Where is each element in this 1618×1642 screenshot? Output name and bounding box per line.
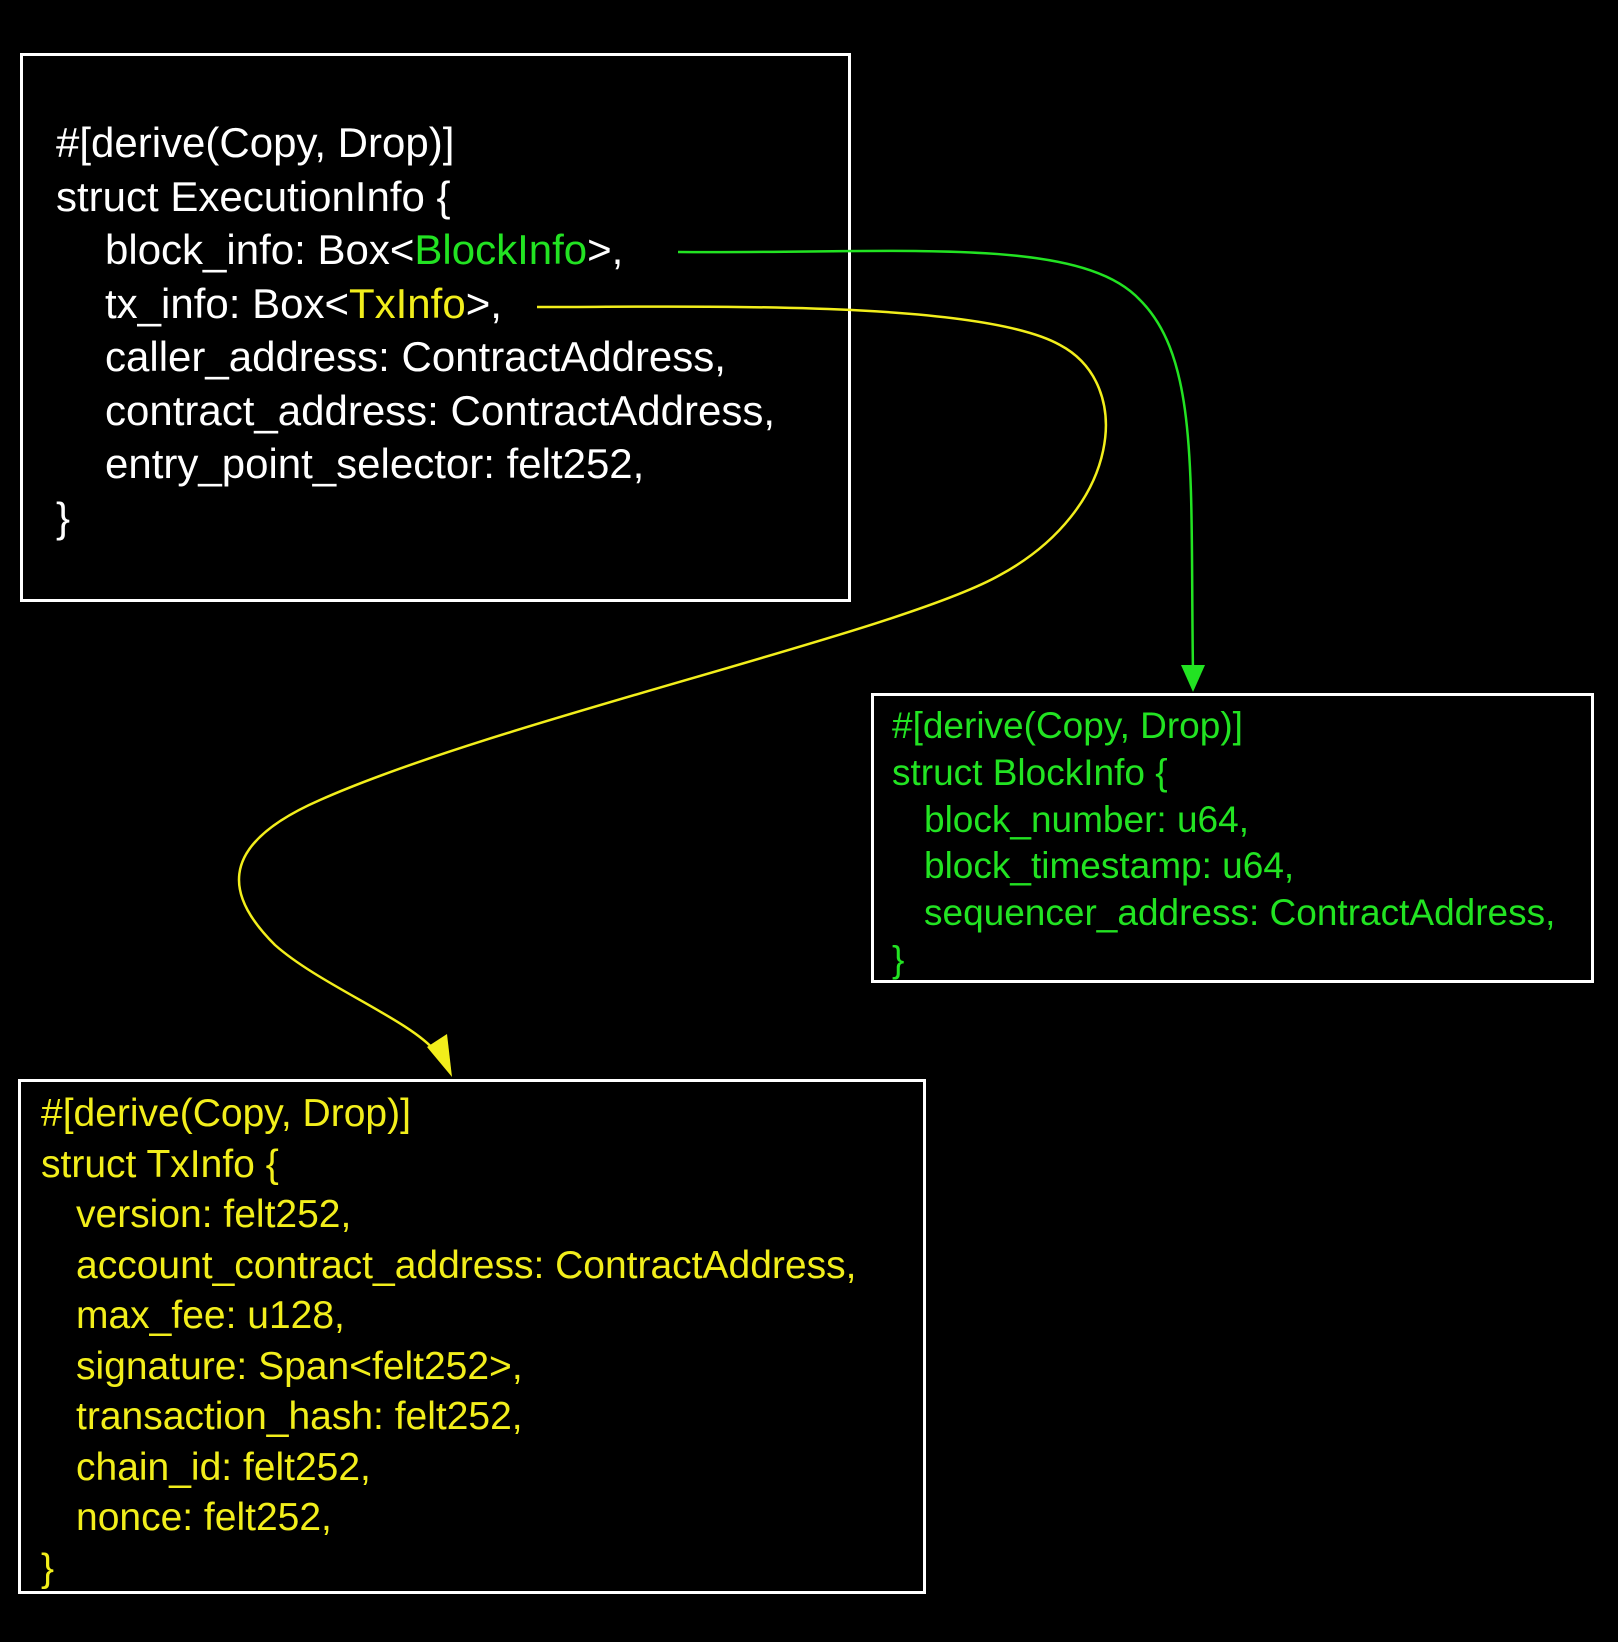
block-info-attribute: #[derive(Copy, Drop)] — [892, 705, 1243, 746]
execution-info-attribute: #[derive(Copy, Drop)] — [56, 119, 455, 166]
tx-info-close-brace: } — [41, 1546, 55, 1590]
tx-info-struct-box: #[derive(Copy, Drop)] struct TxInfo { ve… — [18, 1079, 926, 1594]
block-info-field-suffix: >, — [587, 226, 624, 273]
block-info-header: struct BlockInfo { — [892, 751, 1168, 793]
field-caller-address: caller_address: ContractAddress, — [105, 333, 726, 380]
field-sequencer-address: sequencer_address: ContractAddress, — [924, 892, 1556, 934]
field-block-info: block_info: Box<BlockInfo>, — [56, 223, 848, 277]
field-nonce: nonce: felt252, — [76, 1496, 332, 1539]
tx-info-type-link: TxInfo — [348, 279, 466, 327]
execution-info-close-brace: } — [56, 493, 71, 541]
block-info-close-brace: } — [892, 938, 905, 980]
execution-info-header: struct ExecutionInfo { — [56, 172, 451, 220]
block-info-struct-box: #[derive(Copy, Drop)] struct BlockInfo {… — [871, 693, 1594, 983]
execution-info-struct-box: #[derive(Copy, Drop)] struct ExecutionIn… — [20, 53, 851, 602]
field-transaction-hash: transaction_hash: felt252, — [76, 1395, 523, 1438]
tx-info-header: struct TxInfo { — [41, 1142, 279, 1186]
tx-info-field-prefix: tx_info: Box< — [105, 279, 349, 327]
tx-info-connector — [237, 305, 1107, 1053]
field-tx-info: tx_info: Box<TxInfo>, — [56, 277, 848, 331]
field-chain-id: chain_id: felt252, — [76, 1445, 371, 1489]
field-contract-address: contract_address: ContractAddress, — [105, 386, 775, 434]
field-signature: signature: Span<felt252>, — [76, 1344, 523, 1388]
tx-info-field-suffix: >, — [465, 279, 502, 327]
field-entry-point-selector: entry_point_selector: felt252, — [105, 440, 645, 487]
block-info-arrowhead — [1181, 665, 1205, 692]
block-info-field-prefix: block_info: Box< — [105, 226, 415, 273]
field-block-timestamp: block_timestamp: u64, — [924, 845, 1295, 887]
block-info-connector — [677, 249, 1195, 673]
tx-info-arrowhead — [427, 1034, 452, 1077]
block-info-type-link: BlockInfo — [414, 226, 588, 273]
field-max-fee: max_fee: u128, — [76, 1294, 345, 1337]
field-version: version: felt252, — [76, 1193, 352, 1236]
tx-info-attribute: #[derive(Copy, Drop)] — [41, 1092, 411, 1135]
field-block-number: block_number: u64, — [924, 798, 1249, 840]
field-account-contract-address: account_contract_address: ContractAddres… — [76, 1243, 857, 1287]
